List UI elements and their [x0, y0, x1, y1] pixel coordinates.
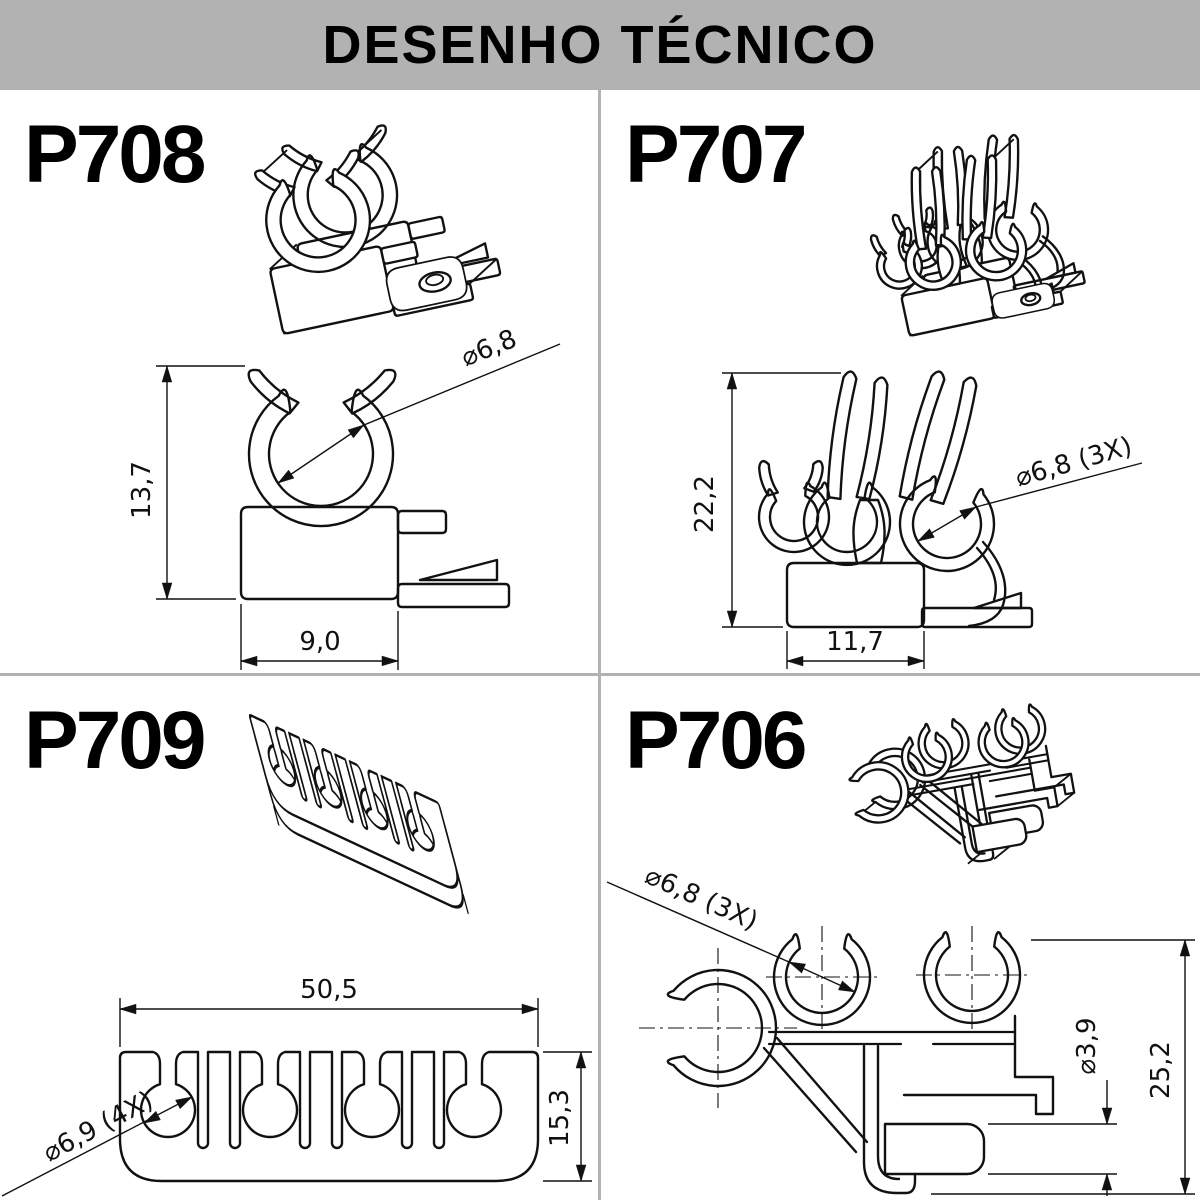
p706-isometric-view: [848, 703, 1076, 865]
p709-height-dim-label: 15,3: [545, 1089, 575, 1147]
p709-dimensions: [1, 998, 592, 1197]
panel-p708: 13,7 9,0 ⌀6,8 P708: [0, 90, 598, 673]
sheet-title: DESENHO TÉCNICO: [322, 15, 878, 75]
p707-front-view: [757, 370, 1034, 629]
p708-width-dim-label: 9,0: [299, 627, 340, 657]
p709-drawing: 50,5 15,3 ⌀6,9 (4X): [1, 714, 592, 1197]
p707-drawing: 22,2 11,7 ⌀6,8 (3X): [690, 133, 1143, 669]
p707-height-dim-label: 22,2: [690, 475, 720, 533]
p708-dimensions: [156, 343, 561, 670]
p707-isometric-view: [869, 133, 1086, 337]
panel-p707: 22,2 11,7 ⌀6,8 (3X) P707: [601, 90, 1200, 673]
p708-drawing: 13,7 9,0 ⌀6,8: [127, 124, 561, 670]
p708-front-view: [239, 368, 511, 609]
p707-dimensions: [722, 372, 1143, 669]
p707-width-dim-label: 11,7: [826, 627, 884, 657]
header-bar: DESENHO TÉCNICO: [0, 0, 1200, 90]
p707-diameter-dim-label: ⌀6,8 (3X): [1012, 431, 1136, 493]
p706-front-view: [639, 926, 1055, 1195]
p708-diameter-dim-label: ⌀6,8: [457, 324, 521, 373]
p709-front-view: [118, 1050, 540, 1183]
p709-isometric-view: [248, 714, 470, 915]
p709-diameter-dim-label: ⌀6,9 (4X): [38, 1086, 158, 1169]
p706-diameter-dim-label: ⌀6,8 (3X): [640, 861, 762, 937]
p708-height-dim-label: 13,7: [127, 461, 157, 519]
part-code-p707: P707: [625, 109, 808, 200]
p708-isometric-view: [254, 124, 502, 335]
part-code-p709: P709: [24, 695, 207, 786]
p706-height-dim-label: 25,2: [1146, 1041, 1176, 1099]
p706-pin-diameter-dim-label: ⌀3,9: [1072, 1017, 1102, 1074]
drawing-grid: 13,7 9,0 ⌀6,8 P708 22,2 11,7 ⌀6,8 (3X) P…: [0, 90, 1200, 1200]
part-code-p706: P706: [625, 695, 808, 786]
p706-drawing: ⌀6,8 (3X) ⌀3,9 25,2: [606, 703, 1195, 1196]
part-code-p708: P708: [24, 109, 207, 200]
panel-p706: ⌀6,8 (3X) ⌀3,9 25,2 P706: [601, 676, 1200, 1200]
p706-dimensions: [606, 881, 1195, 1196]
panel-p709: 50,5 15,3 ⌀6,9 (4X) P709: [0, 676, 598, 1200]
p709-width-dim-label: 50,5: [300, 975, 358, 1005]
